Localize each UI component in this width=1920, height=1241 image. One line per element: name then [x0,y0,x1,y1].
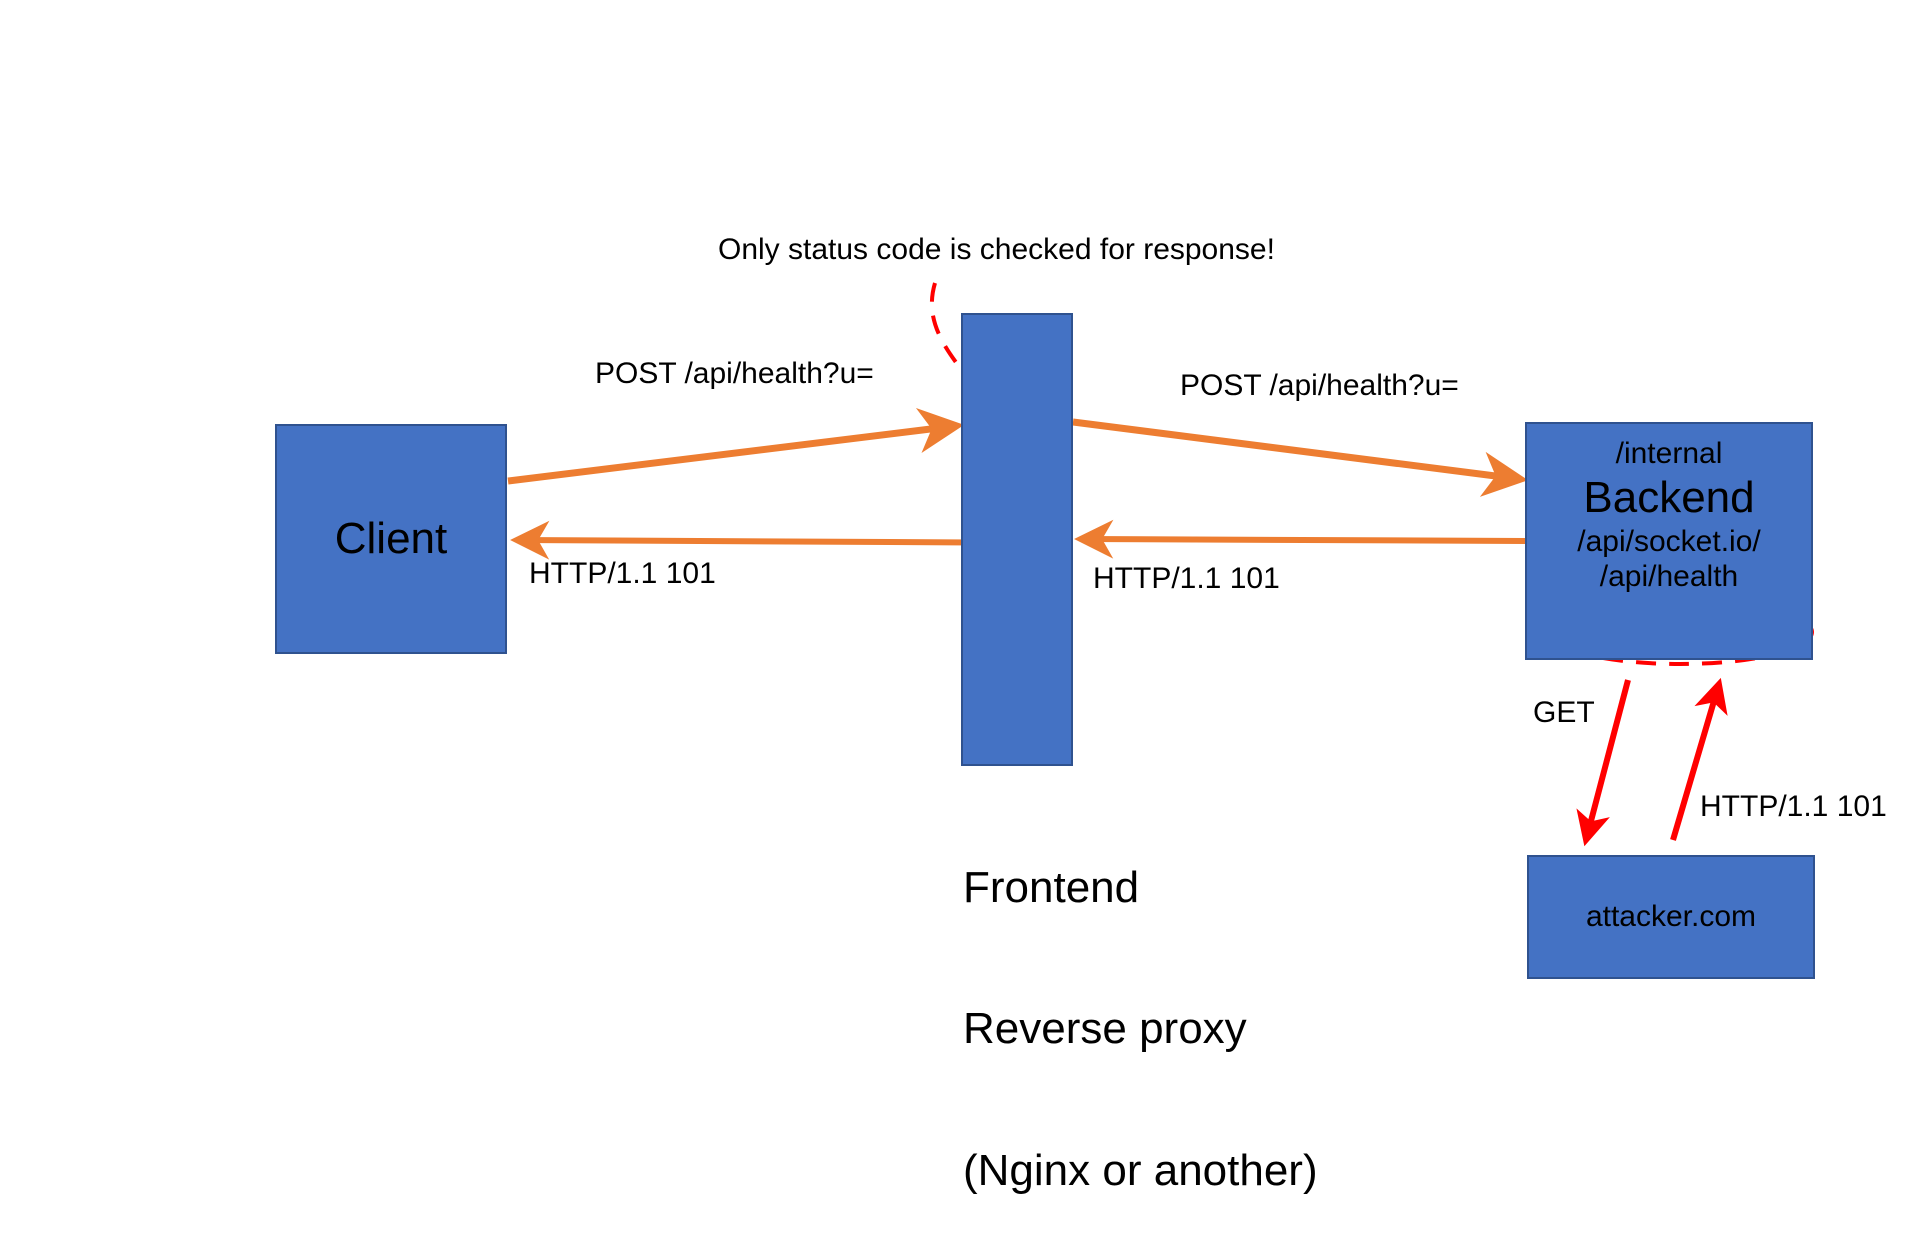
node-client-label: Client [334,514,448,563]
node-client[interactable]: Client [275,424,507,654]
arrow-backend-to-frontend [1074,519,1528,559]
headline-annotation-note: Only status code is checked for response… [718,233,1275,266]
edge-label-frontend-to-client: HTTP/1.1 101 [529,557,716,590]
backend-path-internal: /internal [1615,437,1723,470]
node-backend[interactable]: /internal Backend /api/socket.io/ /api/h… [1525,422,1813,660]
frontend-caption-line-3: (Nginx or another) [963,1145,1318,1195]
node-attacker-label: attacker.com [1585,900,1757,933]
node-backend-label: Backend [1583,473,1755,523]
edge-label-backend-to-attacker: GET [1533,696,1595,729]
edge-label-client-to-frontend: POST /api/health?u= [595,357,874,390]
backend-path-health: /api/health [1599,560,1739,594]
node-frontend-reverse-proxy[interactable] [961,313,1073,766]
arrow-attacker-to-backend [1670,677,1728,841]
edge-label-backend-to-frontend: HTTP/1.1 101 [1093,562,1280,595]
arrow-client-to-frontend [507,407,965,485]
edge-label-attacker-to-backend: HTTP/1.1 101 [1700,790,1887,823]
arrow-backend-to-attacker [1576,679,1631,847]
arrow-frontend-to-backend [1072,418,1529,497]
frontend-caption-line-1: Frontend [963,863,1140,913]
node-attacker[interactable]: attacker.com [1527,855,1815,979]
node-frontend-caption: Frontend Reverse proxy (Nginx or another… [963,770,1318,1241]
edge-label-frontend-to-backend: POST /api/health?u= [1180,369,1459,402]
frontend-caption-line-2: Reverse proxy [963,1004,1247,1054]
backend-path-socketio: /api/socket.io/ [1577,524,1761,558]
